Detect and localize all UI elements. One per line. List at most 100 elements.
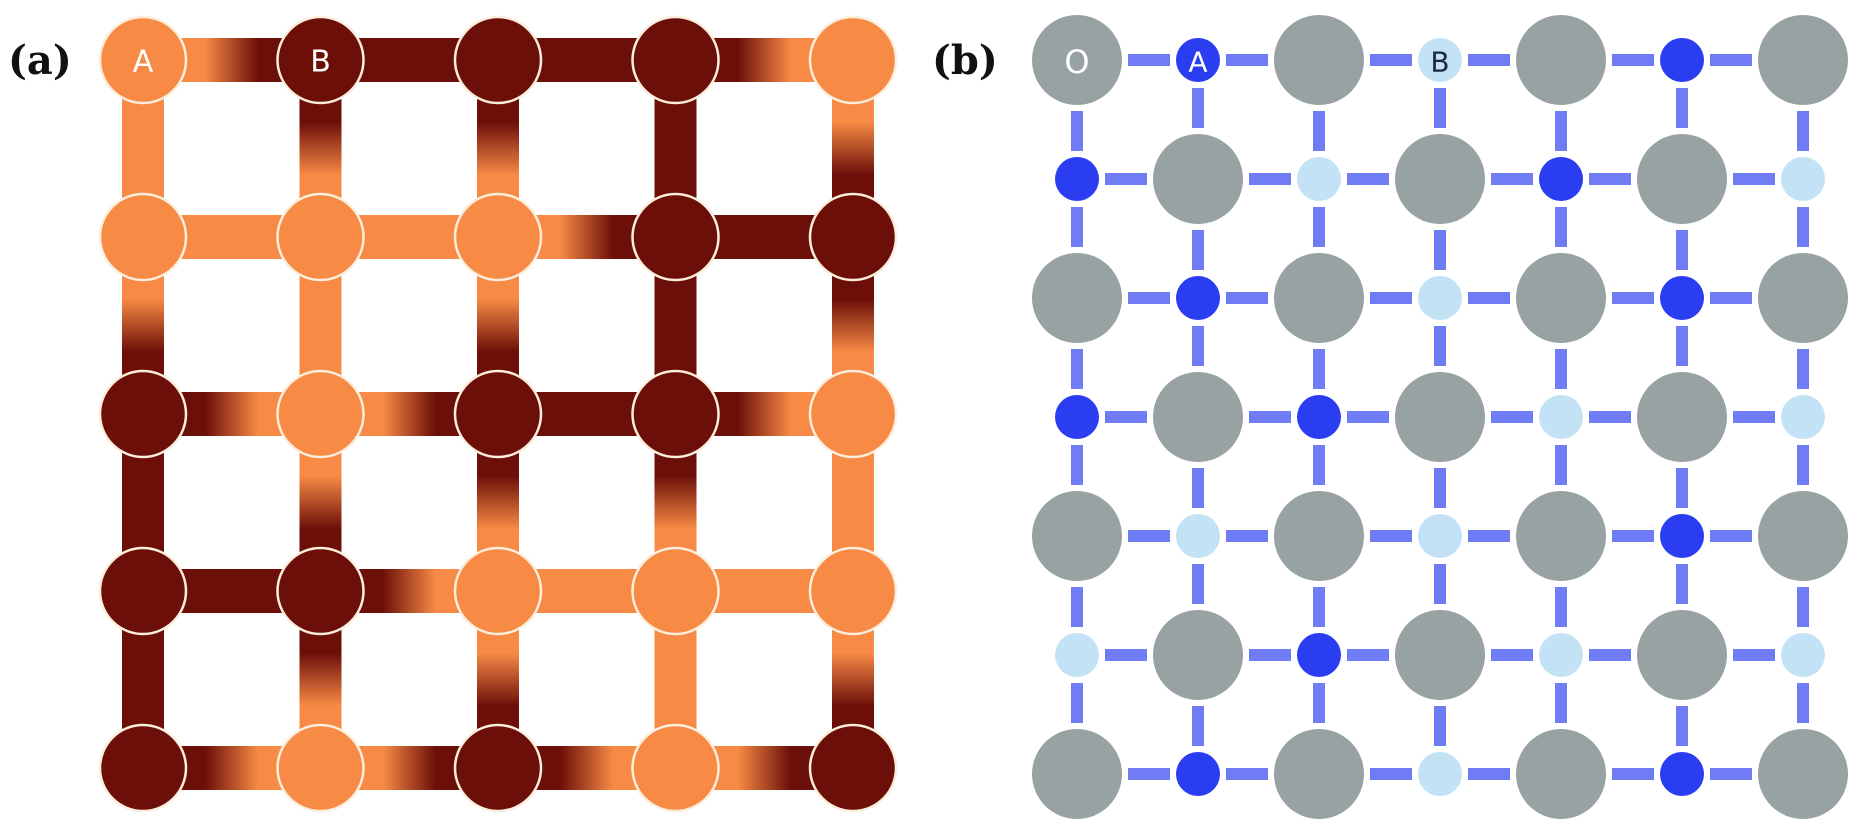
bond — [1370, 292, 1412, 304]
bond — [1071, 207, 1083, 247]
light-blue-site — [1781, 633, 1825, 677]
bond — [1676, 468, 1688, 508]
bond — [1555, 683, 1567, 723]
bond — [1797, 445, 1809, 485]
bond — [1555, 445, 1567, 485]
bond — [1370, 768, 1412, 780]
bond — [1434, 564, 1446, 604]
light-blue-site — [1418, 752, 1462, 796]
bond — [1612, 54, 1654, 66]
bond — [1468, 292, 1510, 304]
bond — [1226, 530, 1268, 542]
bond — [1370, 54, 1412, 66]
dark-blue-site — [1176, 38, 1220, 82]
bond — [1797, 349, 1809, 389]
gray-site — [1153, 134, 1243, 224]
bond — [1071, 445, 1083, 485]
bond — [1192, 468, 1204, 508]
light-blue-site — [1418, 514, 1462, 558]
dark-blue-site — [1297, 395, 1341, 439]
light-blue-site — [1176, 514, 1220, 558]
gray-site — [1637, 610, 1727, 700]
dark-blue-site — [1297, 633, 1341, 677]
orange-site — [276, 723, 365, 813]
bond — [1249, 649, 1291, 661]
gray-site — [1032, 253, 1122, 343]
bond — [1226, 54, 1268, 66]
bond — [1491, 173, 1533, 185]
orange-site — [631, 723, 720, 813]
light-blue-site — [1539, 395, 1583, 439]
bond — [1249, 173, 1291, 185]
orange-site — [98, 192, 188, 282]
bond — [1612, 530, 1654, 542]
bond — [1226, 768, 1268, 780]
bond — [1192, 564, 1204, 604]
dark-site — [631, 15, 720, 105]
bond — [1347, 173, 1389, 185]
bond — [1313, 445, 1325, 485]
bond — [1128, 768, 1170, 780]
bond — [1313, 683, 1325, 723]
orange-site — [98, 15, 188, 105]
gray-site — [1274, 15, 1364, 105]
bond — [1589, 411, 1631, 423]
bond — [1105, 173, 1147, 185]
bond — [1071, 349, 1083, 389]
light-blue-site — [1418, 38, 1462, 82]
site-label: A — [1188, 46, 1207, 79]
orange-site — [808, 369, 898, 459]
bond — [1555, 207, 1567, 247]
dark-blue-site — [1660, 276, 1704, 320]
orange-site — [276, 192, 365, 282]
gray-site — [1637, 134, 1727, 224]
bond — [1797, 111, 1809, 151]
bond — [1434, 230, 1446, 270]
panel-a-label: (a) — [8, 37, 72, 84]
dark-blue-site — [1176, 276, 1220, 320]
bond — [1192, 88, 1204, 128]
bond — [1733, 411, 1775, 423]
bond — [1733, 173, 1775, 185]
bond — [1313, 349, 1325, 389]
bond — [1612, 768, 1654, 780]
dark-site — [808, 723, 898, 813]
bond — [1071, 111, 1083, 151]
gray-site — [1153, 610, 1243, 700]
bond — [1128, 292, 1170, 304]
light-blue-site — [1781, 157, 1825, 201]
light-blue-site — [1539, 633, 1583, 677]
dark-blue-site — [1660, 752, 1704, 796]
dark-blue-site — [1055, 157, 1099, 201]
gray-site — [1395, 610, 1485, 700]
bond — [1733, 649, 1775, 661]
bond — [1347, 411, 1389, 423]
bond — [1192, 230, 1204, 270]
bond — [1249, 411, 1291, 423]
orange-site — [808, 546, 898, 636]
bond — [1468, 530, 1510, 542]
bond — [1555, 349, 1567, 389]
dark-site — [98, 723, 188, 813]
light-blue-site — [1297, 157, 1341, 201]
site-label: B — [1430, 46, 1449, 79]
bond — [1468, 54, 1510, 66]
orange-site — [453, 546, 543, 636]
bond — [1434, 326, 1446, 366]
site-label: O — [1064, 43, 1089, 81]
gray-site — [1032, 15, 1122, 105]
bond — [1313, 111, 1325, 151]
bond — [1676, 326, 1688, 366]
dark-site — [98, 546, 188, 636]
bond — [1676, 88, 1688, 128]
gray-site — [1274, 729, 1364, 819]
bond — [1676, 230, 1688, 270]
bond — [1555, 587, 1567, 627]
bond — [1434, 468, 1446, 508]
gray-site — [1153, 372, 1243, 462]
orange-site — [453, 192, 543, 282]
gray-site — [1274, 491, 1364, 581]
